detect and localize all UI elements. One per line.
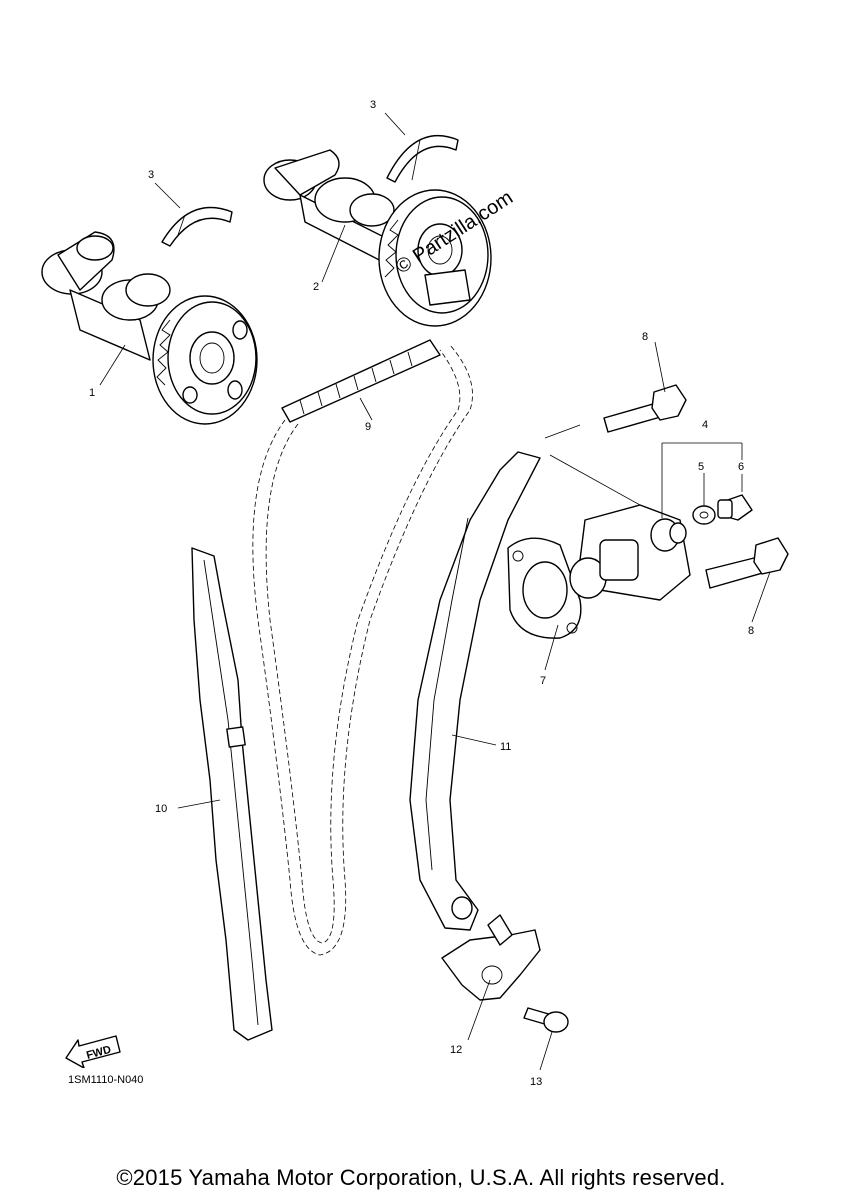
part-9-timing-chain	[252, 339, 473, 956]
callout-8-upper: 8	[642, 331, 648, 343]
part-7-gasket	[507, 537, 582, 639]
part-2-camshaft	[263, 149, 492, 327]
diagram-code: 1SM1110-N040	[68, 1074, 144, 1086]
callout-11: 11	[500, 741, 511, 753]
part-11-tensioner-guide	[409, 451, 541, 931]
callout-12: 12	[450, 1044, 462, 1056]
callout-7: 7	[540, 675, 546, 687]
leader-lines	[99, 112, 771, 1071]
part-3-clip-left	[161, 206, 233, 247]
callout-10: 10	[155, 803, 167, 815]
part-6-plug-bolt	[717, 494, 753, 521]
forward-arrow-icon: FWD	[65, 1035, 121, 1068]
part-1-camshaft	[41, 231, 258, 425]
callout-2: 2	[313, 281, 319, 293]
part-10-chain-guide	[191, 547, 273, 1041]
part-13-screw	[523, 1007, 569, 1033]
callout-5: 5	[698, 461, 704, 473]
callout-8-lower: 8	[748, 625, 754, 637]
part-5-washer	[692, 505, 716, 525]
callout-13: 13	[530, 1076, 542, 1088]
callout-3-right: 3	[370, 99, 376, 111]
copyright-notice: ©2015 Yamaha Motor Corporation, U.S.A. A…	[116, 1165, 726, 1190]
part-12-stopper-plate	[441, 914, 541, 1001]
callout-9: 9	[365, 421, 371, 433]
callouts: 1 2 3 3 4 5 6 7 8 8 9 10 11 12 13	[89, 99, 754, 1088]
callout-1: 1	[89, 387, 95, 399]
part-8-bolt-upper	[603, 384, 687, 433]
part-8-bolt-lower	[705, 537, 789, 589]
callout-4: 4	[702, 419, 708, 431]
callout-6: 6	[738, 461, 744, 473]
part-3-clip-right	[386, 135, 459, 183]
callout-3-left: 3	[148, 169, 154, 181]
part-4-tensioner-body	[569, 504, 691, 601]
